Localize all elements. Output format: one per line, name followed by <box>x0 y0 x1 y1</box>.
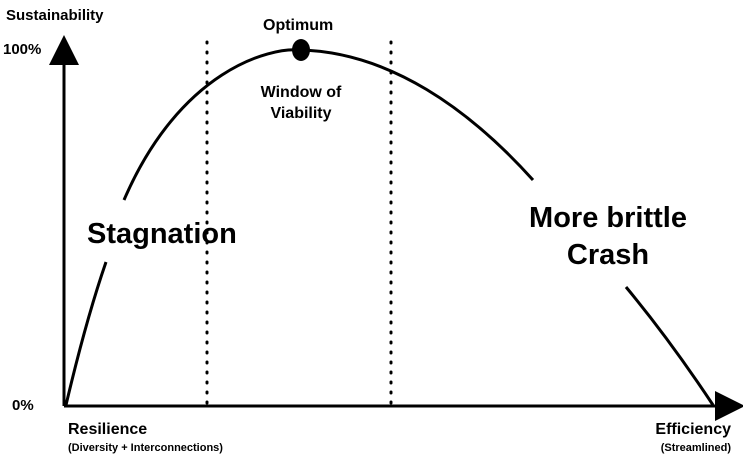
optimum-label: Optimum <box>263 17 334 34</box>
y-axis-title: Sustainability <box>6 7 104 24</box>
x-axis-left-sublabel: (Diversity + Interconnections) <box>68 442 223 454</box>
x-axis-left-label: Resilience <box>68 421 148 438</box>
optimum-marker <box>292 39 310 61</box>
stagnation-label: Stagnation <box>87 218 237 250</box>
sustainability-curve-right-lower <box>624 286 715 406</box>
sustainability-curve-top <box>122 48 535 201</box>
x-axis-right-label: Efficiency <box>655 421 731 438</box>
y-axis-bottom-label: 0% <box>12 397 34 414</box>
y-axis-top-label: 100% <box>3 41 42 58</box>
window-of-viability-label: Window of Viability <box>260 84 342 122</box>
more-brittle-crash-label: More brittle Crash <box>529 202 687 271</box>
sustainability-curve-left-lower <box>64 261 108 406</box>
x-axis-right-sublabel: (Streamlined) <box>660 442 731 454</box>
